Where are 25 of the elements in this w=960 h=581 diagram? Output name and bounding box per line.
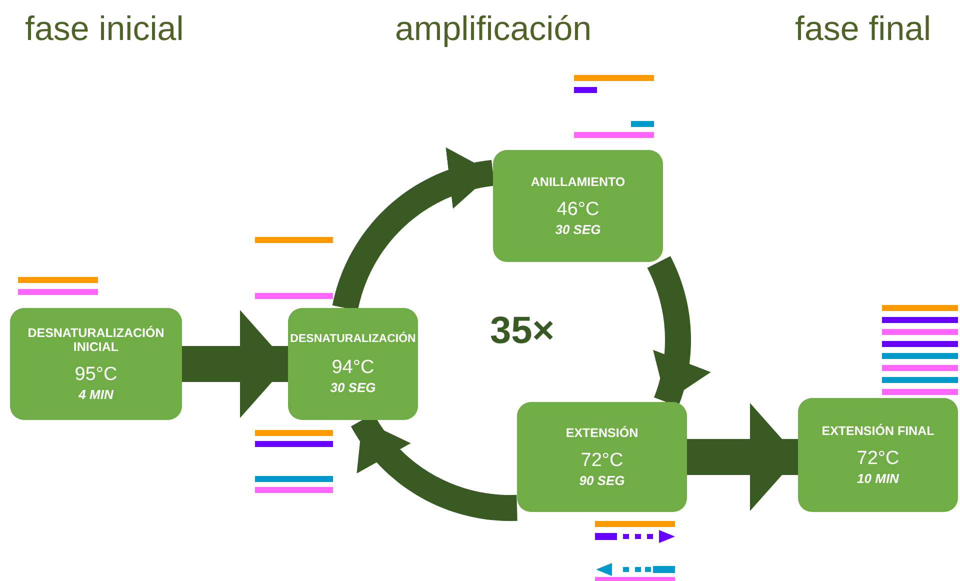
process-box xyxy=(517,402,687,512)
temperature: 46°C xyxy=(556,199,600,222)
process-box xyxy=(798,398,958,512)
step-name: DESNATURALIZACIÓN xyxy=(290,333,416,347)
duration: 30 SEG xyxy=(555,222,601,238)
step-name: DESNATURALIZACIÓN INICIAL xyxy=(26,326,166,354)
temperature: 94°C xyxy=(332,356,374,380)
duration: 90 SEG xyxy=(579,473,625,488)
arrow xyxy=(687,403,798,511)
process-box xyxy=(288,308,418,420)
phase-heading: fase inicial xyxy=(25,10,184,49)
step-name: EXTENSIÓN xyxy=(566,426,638,440)
duration: 30 SEG xyxy=(330,380,376,394)
process-box xyxy=(10,308,182,420)
process-box xyxy=(493,150,663,262)
step-name: EXTENSIÓN FINAL xyxy=(822,424,934,438)
duration: 4 MIN xyxy=(78,387,114,402)
phase-heading: fase final xyxy=(795,10,932,49)
phase-heading: amplificación xyxy=(395,10,592,49)
cycle-count: 35× xyxy=(490,310,554,353)
duration: 10 MIN xyxy=(857,471,899,486)
temperature: 72°C xyxy=(856,448,900,472)
temperature: 95°C xyxy=(74,364,118,388)
temperature: 72°C xyxy=(580,450,624,474)
step-name: ANILLAMIENTO xyxy=(530,174,626,190)
